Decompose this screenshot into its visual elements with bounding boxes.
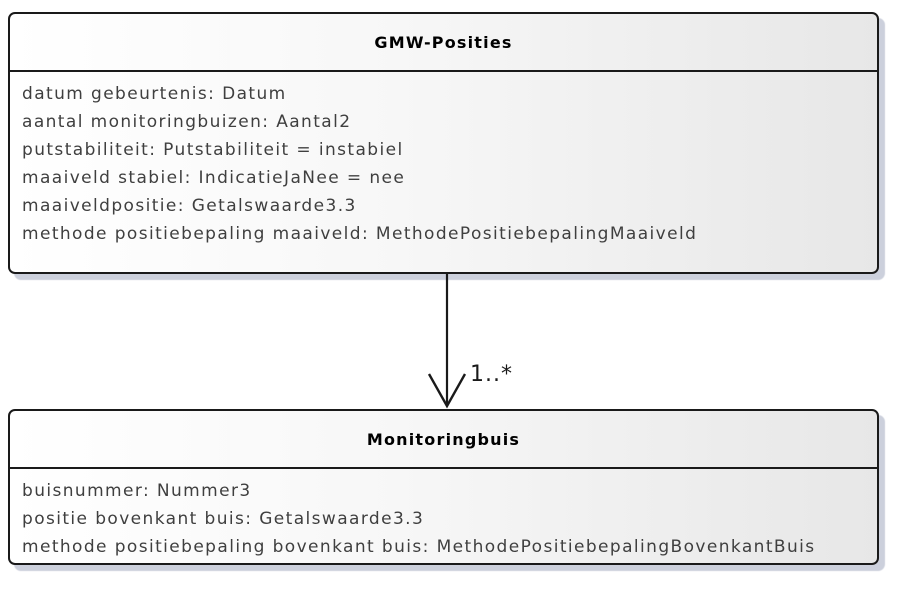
- attribute-row: maaiveld stabiel: IndicatieJaNee = nee: [22, 168, 406, 188]
- class-title: GMW-Posities: [374, 32, 513, 52]
- attribute-row: datum gebeurtenis: Datum: [22, 84, 287, 104]
- uml-class-gmw-posities[interactable]: GMW-Posities datum gebeurtenis: Datum aa…: [8, 12, 879, 274]
- attribute-row: putstabiliteit: Putstabiliteit = instabi…: [22, 140, 404, 160]
- multiplicity-label: 1..*: [470, 362, 513, 387]
- open-arrowhead-icon: [427, 373, 467, 409]
- class-attributes: datum gebeurtenis: Datum aantal monitori…: [10, 72, 877, 248]
- class-header: GMW-Posities: [10, 14, 877, 72]
- attribute-row: buisnummer: Nummer3: [22, 481, 252, 501]
- attribute-row: maaiveldpositie: Getalswaarde3.3: [22, 196, 357, 216]
- class-header: Monitoringbuis: [10, 411, 877, 469]
- class-attributes: buisnummer: Nummer3 positie bovenkant bu…: [10, 469, 877, 561]
- attribute-row: methode positiebepaling bovenkant buis: …: [22, 537, 816, 557]
- attribute-row: aantal monitoringbuizen: Aantal2: [22, 112, 352, 132]
- uml-class-monitoringbuis[interactable]: Monitoringbuis buisnummer: Nummer3 posit…: [8, 409, 879, 565]
- attribute-row: positie bovenkant buis: Getalswaarde3.3: [22, 509, 425, 529]
- class-title: Monitoringbuis: [366, 429, 521, 449]
- attribute-row: methode positiebepaling maaiveld: Method…: [22, 224, 698, 244]
